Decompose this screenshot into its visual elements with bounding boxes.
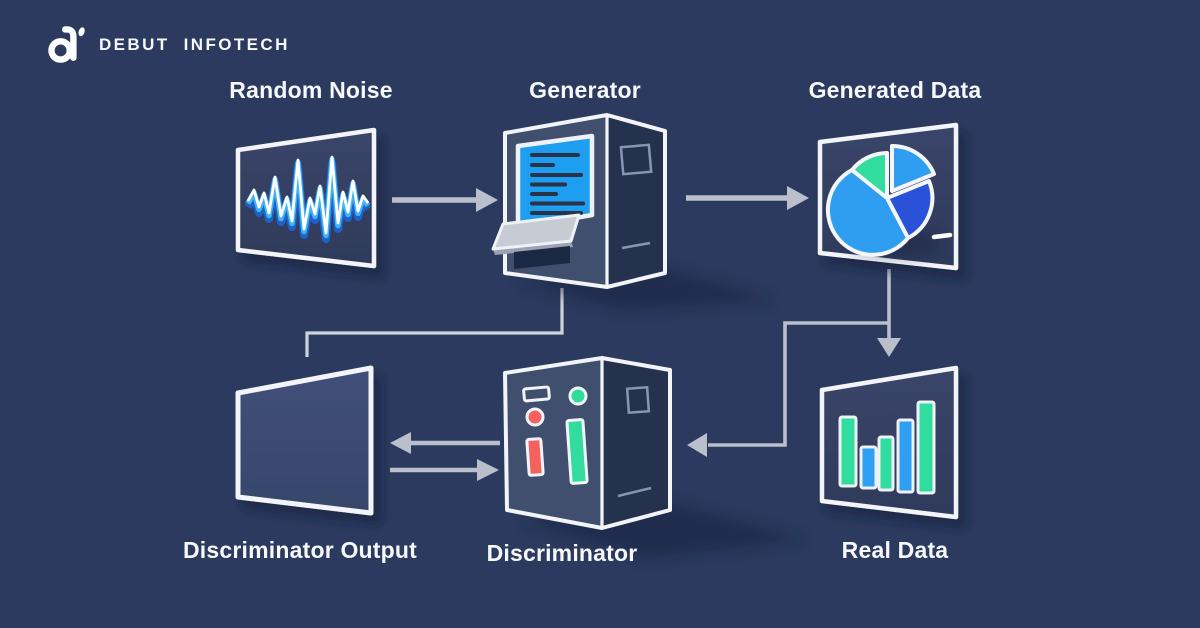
debut-infotech-monogram-icon: [48, 26, 85, 63]
random-noise-panel: [235, 127, 377, 269]
edge-discriminator-to-discriminator-output: [390, 432, 500, 454]
brand-logo: DEBUT INFOTECH: [46, 24, 290, 66]
red-indicator-light: [525, 407, 545, 427]
edge-generator-to-generated-data: [686, 186, 809, 210]
bar-chart-icon: [838, 400, 936, 495]
indicator-rect: [522, 385, 551, 403]
machine-indicators-icon: [522, 385, 589, 485]
label-random-noise: Random Noise: [229, 77, 393, 103]
side-vent-square: [619, 143, 653, 176]
generator-machine: [491, 113, 775, 310]
edge-random-noise-to-generator: [392, 188, 498, 212]
brand-logo-text: DEBUT INFOTECH: [99, 35, 290, 54]
green-indicator-bar: [565, 418, 589, 485]
edge-discriminator-output-to-discriminator: [390, 459, 499, 481]
screen-text-lines: [530, 153, 585, 215]
panel-dash-detail: [931, 232, 953, 240]
label-generated-data: Generated Data: [808, 77, 982, 103]
discriminator-output-panel: [235, 365, 374, 516]
blank-screen-icon: [235, 365, 374, 516]
edge-generated-data-to-discriminator: [687, 321, 889, 457]
red-indicator-bar: [525, 437, 545, 477]
waveform-icon: [244, 155, 372, 243]
machine-console-icon: [491, 133, 595, 269]
label-real-data: Real Data: [841, 537, 949, 563]
edge-generated-data-to-real-data: [877, 269, 901, 357]
label-discriminator: Discriminator: [486, 540, 638, 566]
output-slot: [514, 246, 570, 269]
edge-generator-to-discriminator-output: [305, 288, 564, 357]
label-generator: Generator: [529, 77, 641, 103]
keyboard-tray: [491, 213, 581, 251]
real-data-panel: [819, 365, 959, 520]
label-discriminator-output: Discriminator Output: [182, 537, 417, 563]
side-vent-square: [625, 385, 651, 415]
discriminator-machine: [503, 356, 805, 558]
generated-data-panel: [817, 122, 959, 271]
pie-chart-icon: [825, 143, 944, 257]
green-indicator-light: [568, 386, 588, 406]
